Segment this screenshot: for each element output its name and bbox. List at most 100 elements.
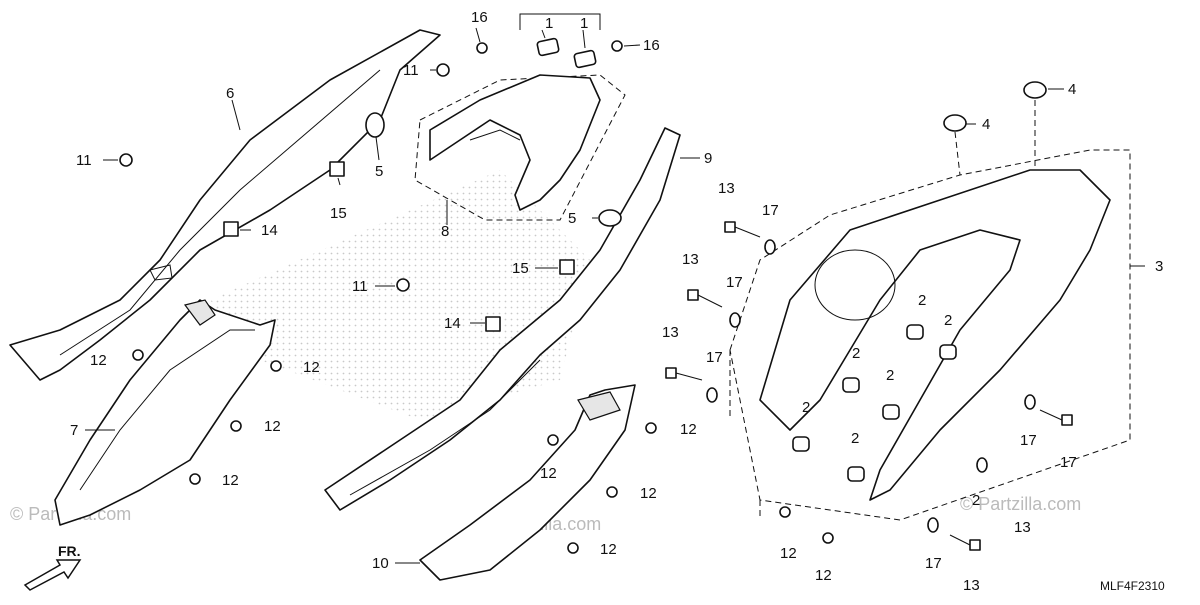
rubber-cap-icon xyxy=(943,114,967,132)
callout-13[interactable]: 13 xyxy=(662,324,679,341)
callout-12[interactable]: 12 xyxy=(222,472,239,489)
callout-2[interactable]: 2 xyxy=(972,492,980,509)
callout-2[interactable]: 2 xyxy=(851,430,859,447)
leader-lines xyxy=(85,13,1145,564)
callout-7[interactable]: 7 xyxy=(70,422,78,439)
screw-icon xyxy=(436,63,450,77)
callout-1[interactable]: 1 xyxy=(580,15,588,32)
callout-11[interactable]: 11 xyxy=(403,62,419,79)
front-label: FR. xyxy=(58,543,81,559)
clip-icon xyxy=(223,221,239,237)
clip-nut-icon xyxy=(559,259,575,275)
callout-2[interactable]: 2 xyxy=(852,345,860,362)
callout-8[interactable]: 8 xyxy=(441,223,449,240)
collar-icon xyxy=(882,404,900,420)
callout-2[interactable]: 2 xyxy=(802,399,810,416)
rivet-icon xyxy=(189,473,201,485)
callout-4[interactable]: 4 xyxy=(982,116,990,133)
callout-12[interactable]: 12 xyxy=(680,421,697,438)
washer-icon xyxy=(729,312,741,328)
bolt-icon xyxy=(665,367,703,381)
clip-icon xyxy=(485,316,501,332)
collar-icon xyxy=(847,466,865,482)
callout-12[interactable]: 12 xyxy=(264,418,281,435)
callout-16[interactable]: 16 xyxy=(471,9,488,26)
screw-icon xyxy=(396,278,410,292)
callout-17[interactable]: 17 xyxy=(762,202,779,219)
washer-icon xyxy=(706,387,718,403)
rubber-cap-icon xyxy=(1023,81,1047,99)
grommet-icon xyxy=(365,112,385,138)
part-8-center-cowl xyxy=(414,74,626,221)
screw-icon xyxy=(119,153,133,167)
collar-icon xyxy=(792,436,810,452)
callout-1[interactable]: 1 xyxy=(545,15,553,32)
washer-icon xyxy=(976,457,988,473)
callout-2[interactable]: 2 xyxy=(918,292,926,309)
bolt-icon xyxy=(1039,409,1073,426)
callout-12[interactable]: 12 xyxy=(640,485,657,502)
bolt-icon xyxy=(687,289,723,308)
assembly-lines xyxy=(729,100,1036,520)
callout-14[interactable]: 14 xyxy=(444,315,461,332)
rivet-icon xyxy=(606,486,618,498)
callout-12[interactable]: 12 xyxy=(90,352,107,369)
callout-10[interactable]: 10 xyxy=(372,555,389,572)
callout-12[interactable]: 12 xyxy=(600,541,617,558)
callout-17[interactable]: 17 xyxy=(726,274,743,291)
part-7-left-under-cover xyxy=(54,299,276,526)
callout-13[interactable]: 13 xyxy=(963,577,980,594)
part-10-right-under-cover xyxy=(419,384,636,581)
washer-icon xyxy=(927,517,939,533)
rivet-icon xyxy=(230,420,242,432)
part-3-grab-rail xyxy=(729,149,1131,521)
fasteners xyxy=(119,37,1073,554)
callout-5[interactable]: 5 xyxy=(375,163,383,180)
callout-17[interactable]: 17 xyxy=(925,555,942,572)
clip-nut-icon xyxy=(329,161,345,177)
diagram-code: MLF4F2310 xyxy=(1100,579,1165,593)
grommet-icon xyxy=(598,209,622,227)
callout-14[interactable]: 14 xyxy=(261,222,278,239)
callout-17[interactable]: 17 xyxy=(706,349,723,366)
part-9-right-side-cover xyxy=(324,127,681,511)
callout-6[interactable]: 6 xyxy=(226,85,234,102)
rivet-icon xyxy=(779,506,791,518)
cushion-icon xyxy=(573,49,597,69)
callout-11[interactable]: 11 xyxy=(76,152,92,169)
callout-2[interactable]: 2 xyxy=(944,312,952,329)
callout-11[interactable]: 11 xyxy=(352,278,368,295)
callout-9[interactable]: 9 xyxy=(704,150,712,167)
callout-16[interactable]: 16 xyxy=(643,37,660,54)
rivet-icon xyxy=(645,422,657,434)
collar-icon xyxy=(906,324,924,340)
callout-5[interactable]: 5 xyxy=(568,210,576,227)
callouts: 1 1 2 2 2 2 2 2 2 3 4 4 5 5 6 7 8 9 10 1… xyxy=(70,9,1163,594)
cushion-icon xyxy=(536,37,560,57)
callout-4[interactable]: 4 xyxy=(1068,81,1076,98)
callout-13[interactable]: 13 xyxy=(718,180,735,197)
rivet-icon xyxy=(270,360,282,372)
callout-2[interactable]: 2 xyxy=(886,367,894,384)
callout-12[interactable]: 12 xyxy=(540,465,557,482)
rivet-icon xyxy=(132,349,144,361)
callout-12[interactable]: 12 xyxy=(303,359,320,376)
callout-12[interactable]: 12 xyxy=(815,567,832,584)
callout-17[interactable]: 17 xyxy=(1060,454,1077,471)
callout-17[interactable]: 17 xyxy=(1020,432,1037,449)
callout-15[interactable]: 15 xyxy=(330,205,347,222)
front-arrow: FR. xyxy=(23,543,82,591)
part-6-left-side-cover xyxy=(9,29,441,381)
collar-icon xyxy=(939,344,957,360)
washer-icon xyxy=(1024,394,1036,410)
callout-12[interactable]: 12 xyxy=(780,545,797,562)
callout-15[interactable]: 15 xyxy=(512,260,529,277)
washer-icon xyxy=(764,239,776,255)
callout-13[interactable]: 13 xyxy=(1014,519,1031,536)
rivet-icon xyxy=(547,434,559,446)
callout-3[interactable]: 3 xyxy=(1155,258,1163,275)
callout-13[interactable]: 13 xyxy=(682,251,699,268)
bolt-icon xyxy=(949,534,981,551)
screw-icon xyxy=(611,40,623,52)
